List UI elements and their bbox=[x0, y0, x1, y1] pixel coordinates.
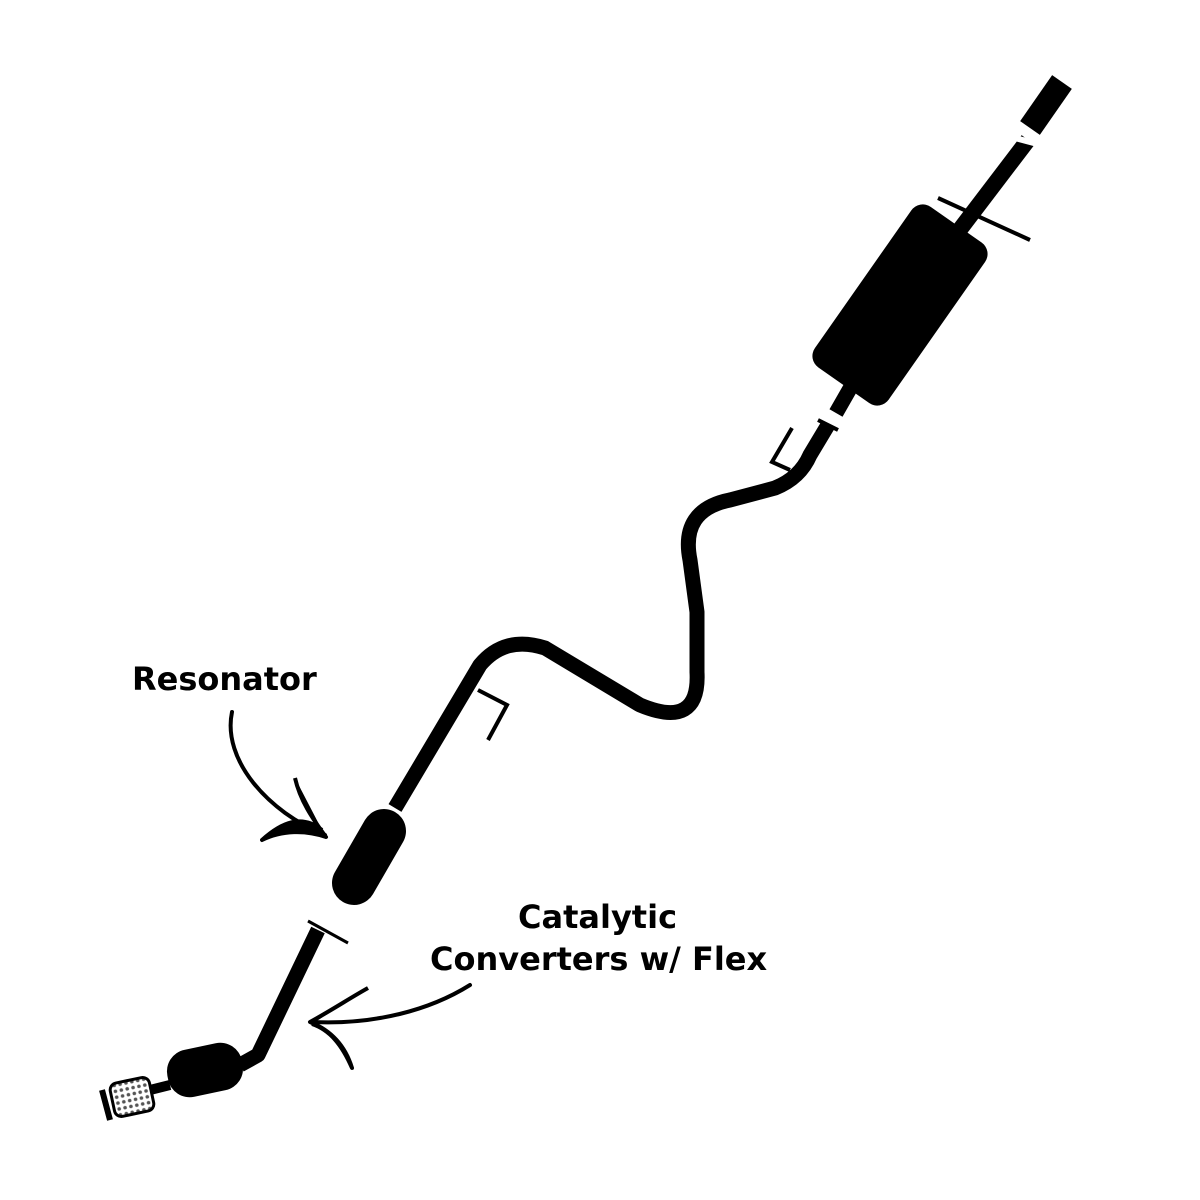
muffler bbox=[812, 204, 988, 406]
resonator-arrowhead bbox=[260, 777, 328, 842]
tailpipe-gap bbox=[1014, 135, 1046, 149]
catalytic-converter bbox=[166, 1042, 244, 1098]
resonator-label: Resonator bbox=[132, 660, 317, 698]
flex-clamp-2 bbox=[307, 919, 349, 945]
catalytic-arrowhead bbox=[308, 986, 369, 1070]
hanger-rod bbox=[937, 196, 1031, 242]
muffler-outlet-pipe bbox=[951, 135, 1035, 237]
catalytic-label-line1: Catalytic bbox=[518, 898, 677, 936]
inlet-flange bbox=[99, 1089, 113, 1121]
tailpipe bbox=[1020, 75, 1072, 135]
catalytic-label-line2: Converters w/ Flex bbox=[430, 940, 767, 978]
flex-to-cat-pipe bbox=[148, 1080, 172, 1095]
hanger-bracket-mid bbox=[477, 688, 510, 741]
flex-pipe bbox=[108, 1076, 156, 1118]
hanger-bracket bbox=[769, 426, 794, 472]
catalytic-arrow bbox=[310, 983, 472, 1025]
resonator bbox=[332, 809, 406, 905]
flex-clamp-1 bbox=[311, 911, 355, 938]
clamp bbox=[817, 418, 839, 432]
